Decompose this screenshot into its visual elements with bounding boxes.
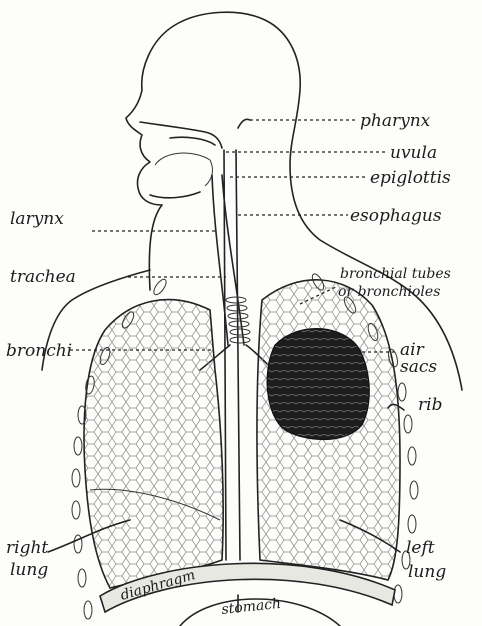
label-epiglottis: epiglottis [370, 168, 451, 188]
label-uvula: uvula [390, 143, 437, 163]
label-trachea: trachea [10, 267, 76, 287]
label-stomach: stomach [221, 596, 282, 618]
palate [170, 137, 215, 145]
label-left: left [406, 538, 435, 558]
right-lung-shape [84, 300, 223, 588]
label-larynx: larynx [10, 209, 64, 229]
label-left-lung: lung [408, 562, 446, 582]
label-rib: rib [418, 395, 442, 415]
label-right-lung: lung [10, 560, 48, 580]
label-bronchial-1: bronchial tubes [340, 266, 451, 282]
chin [150, 192, 200, 198]
tongue [155, 153, 212, 186]
label-bronchi: bronchi [6, 341, 72, 361]
pharynx-leader-2 [238, 119, 250, 128]
label-right: right [6, 538, 48, 558]
label-esophagus: esophagus [350, 206, 442, 226]
label-pharynx: pharynx [360, 111, 431, 131]
head-outline [126, 12, 420, 300]
trachea-tube [212, 175, 228, 345]
air-sacs-region [267, 329, 369, 440]
label-sacs: sacs [400, 357, 437, 377]
nasal-cavity [140, 122, 222, 148]
esophagus-tube-2 [236, 150, 240, 560]
label-bronchial-2: or bronchioles [338, 284, 440, 300]
